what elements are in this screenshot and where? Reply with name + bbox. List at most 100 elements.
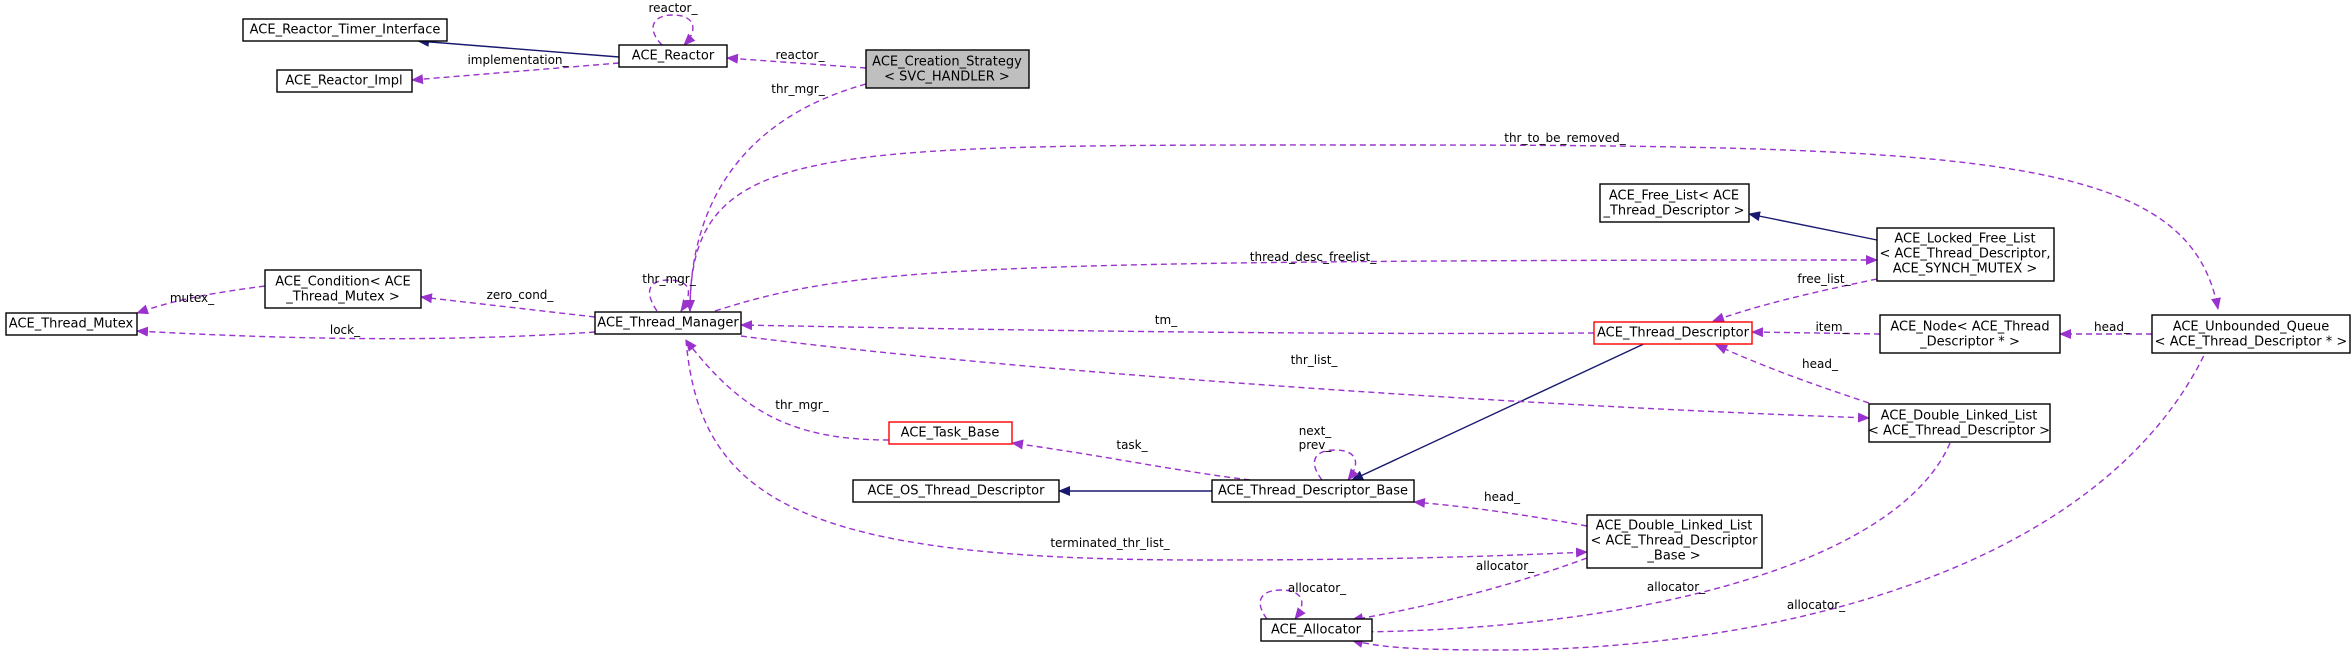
edge-label-head-base: head_ [1484,490,1521,504]
edge-label-allocator-self: allocator_ [1288,581,1347,595]
edge-allocator-queue: allocator_ [1351,346,2209,651]
edge-label-thread-desc-freelist: thread_desc_freelist_ [1250,250,1377,264]
edge-reactor-inherits-timer-interface [417,36,620,58]
node-label: ACE_Thread_Descriptor_Base [1218,484,1408,499]
node-thread-descriptor-base[interactable]: ACE_Thread_Descriptor_Base [1211,479,1415,503]
node-label: ACE_Thread_Mutex [9,317,134,332]
edge-thr-to-be-removed: thr_to_be_removed_ [689,131,2221,312]
node-node[interactable]: ACE_Node< ACE_Thread _Descriptor * > [1879,314,2061,354]
edge-implementation: implementation_ [411,53,620,85]
node-label-line-3: _Base > [1646,549,1700,564]
node-label-line-2: _Descriptor * > [1919,335,2020,350]
node-thread-manager[interactable]: ACE_Thread_Manager [594,311,742,335]
edge-label-task: task_ [1116,438,1148,452]
edge-creation-thr-mgr: thr_mgr_ [685,82,867,312]
edge-thread-descriptor-inherits-descriptor-base [1351,341,1649,481]
node-label: ACE_OS_Thread_Descriptor [868,484,1046,499]
node-label-line-1: ACE_Double_Linked_List [1881,409,2038,424]
node-label-line-1: ACE_Unbounded_Queue [2173,320,2330,335]
edge-locked-free-list-inherits-free-list [1748,211,1878,241]
edge-allocator-self: allocator_ [1259,581,1347,620]
edge-label-allocator-queue: allocator_ [1787,598,1846,612]
edge-label-implementation: implementation_ [467,53,569,67]
node-label-line-1: ACE_Creation_Strategy [872,55,1022,70]
node-os-thread-descriptor[interactable]: ACE_OS_Thread_Descriptor [852,479,1060,503]
node-dll-thread-descriptor[interactable]: ACE_Double_Linked_List < ACE_Thread_Desc… [1868,403,2051,443]
edge-label-task-thr-mgr: thr_mgr_ [775,398,829,412]
edge-thr-mgr-self: thr_mgr_ [642,272,697,312]
node-task-base[interactable]: ACE_Task_Base [888,421,1013,445]
node-label-line-1: ACE_Condition< ACE [275,275,410,290]
node-label-line-1: ACE_Node< ACE_Thread [1890,320,2049,335]
edge-allocator-dll: allocator_ [1351,442,1951,637]
node-condition[interactable]: ACE_Condition< ACE _Thread_Mutex > [264,269,422,309]
node-label: ACE_Reactor [632,49,715,64]
node-free-list[interactable]: ACE_Free_List< ACE _Thread_Descriptor > [1599,183,1750,223]
node-reactor-timer-interface[interactable]: ACE_Reactor_Timer_Interface [242,18,448,42]
node-reactor[interactable]: ACE_Reactor [618,44,728,68]
edge-label-head-queue: head_ [2094,320,2131,334]
edge-label-tm: tm_ [1155,313,1178,327]
edge-label-allocator-dll: allocator_ [1647,580,1706,594]
edge-tm: tm_ [740,313,1595,335]
edge-task-thr-mgr: thr_mgr_ [685,339,890,441]
edge-label-reactor-self: reactor_ [649,1,699,15]
edge-head-base: head_ [1413,490,1588,527]
edge-lock: lock_ [136,323,596,340]
node-label-line-2: < ACE_Thread_Descriptor > [1868,424,2050,439]
edge-label-reactor: reactor_ [776,48,826,62]
edge-thread-desc-freelist: thread_desc_freelist_ [714,250,1878,312]
node-label-line-2: < ACE_Thread_Descriptor, [1879,247,2050,262]
edge-label-prev: prev_ [1299,438,1333,452]
edge-thr-list: thr_list_ [740,335,1870,423]
edge-label-allocator-base: allocator_ [1476,559,1535,573]
edge-label-terminated-thr-list: terminated_thr_list_ [1050,536,1170,550]
node-label: ACE_Thread_Descriptor [1597,326,1750,341]
edge-label-creation-thr-mgr: thr_mgr_ [771,82,825,96]
edge-label-head-dll: head_ [1802,357,1839,371]
edge-label-thr-to-be-removed: thr_to_be_removed_ [1504,131,1626,145]
edge-head-queue: head_ [2059,320,2152,339]
edge-reactor: reactor_ [726,48,867,69]
node-creation-strategy[interactable]: ACE_Creation_Strategy < SVC_HANDLER > [865,49,1030,89]
edge-free-list: free_list_ [1712,272,1878,323]
node-unbounded-queue[interactable]: ACE_Unbounded_Queue < ACE_Thread_Descrip… [2151,314,2351,354]
node-label-line-2: < ACE_Thread_Descriptor * > [2155,335,2348,350]
node-locked-free-list[interactable]: ACE_Locked_Free_List < ACE_Thread_Descri… [1876,227,2055,282]
edge-label-next: next_ [1299,424,1333,438]
node-label: ACE_Thread_Manager [597,316,739,331]
edge-label-zero-cond: zero_cond_ [487,288,555,302]
edge-head-dll: head_ [1715,344,1870,404]
node-label-line-1: ACE_Double_Linked_List [1596,519,1753,534]
node-label-line-2: < ACE_Thread_Descriptor [1591,534,1759,549]
edge-next-prev: next_ prev_ [1299,424,1359,481]
edge-label-mutex: mutex_ [170,291,215,305]
node-label: ACE_Allocator [1271,623,1362,638]
edge-label-thr-list: thr_list_ [1291,353,1339,367]
node-dll-thread-descriptor-base[interactable]: ACE_Double_Linked_List < ACE_Thread_Desc… [1586,514,1763,569]
node-thread-mutex[interactable]: ACE_Thread_Mutex [5,312,138,336]
edge-mutex: mutex_ [136,285,266,315]
edge-label-thr-mgr-self: thr_mgr_ [642,272,696,286]
node-thread-descriptor[interactable]: ACE_Thread_Descriptor [1593,321,1753,345]
node-label-line-3: ACE_SYNCH_MUTEX > [1893,262,2038,277]
edge-terminated-thr-list: terminated_thr_list_ [685,339,1588,561]
node-label-line-1: ACE_Free_List< ACE [1609,189,1739,204]
edge-label-item: item_ [1815,320,1849,334]
edge-reactor-self: reactor_ [649,1,699,46]
node-label-line-1: ACE_Locked_Free_List [1894,232,2035,247]
edge-allocator-base: allocator_ [1351,557,1588,624]
node-reactor-impl[interactable]: ACE_Reactor_Impl [276,69,413,93]
node-allocator[interactable]: ACE_Allocator [1260,618,1373,642]
edge-task: task_ [1011,438,1251,481]
node-label-line-2: < SVC_HANDLER > [884,70,1010,85]
node-label: ACE_Reactor_Timer_Interface [250,23,441,38]
node-label: ACE_Task_Base [901,426,1000,441]
edge-label-lock: lock_ [330,323,361,337]
edge-label-free-list: free_list_ [1797,272,1851,286]
node-label: ACE_Reactor_Impl [285,74,402,89]
node-label-line-2: _Thread_Mutex > [285,290,400,305]
node-label-line-2: _Thread_Descriptor > [1602,204,1744,219]
edge-item: item_ [1751,320,1881,338]
